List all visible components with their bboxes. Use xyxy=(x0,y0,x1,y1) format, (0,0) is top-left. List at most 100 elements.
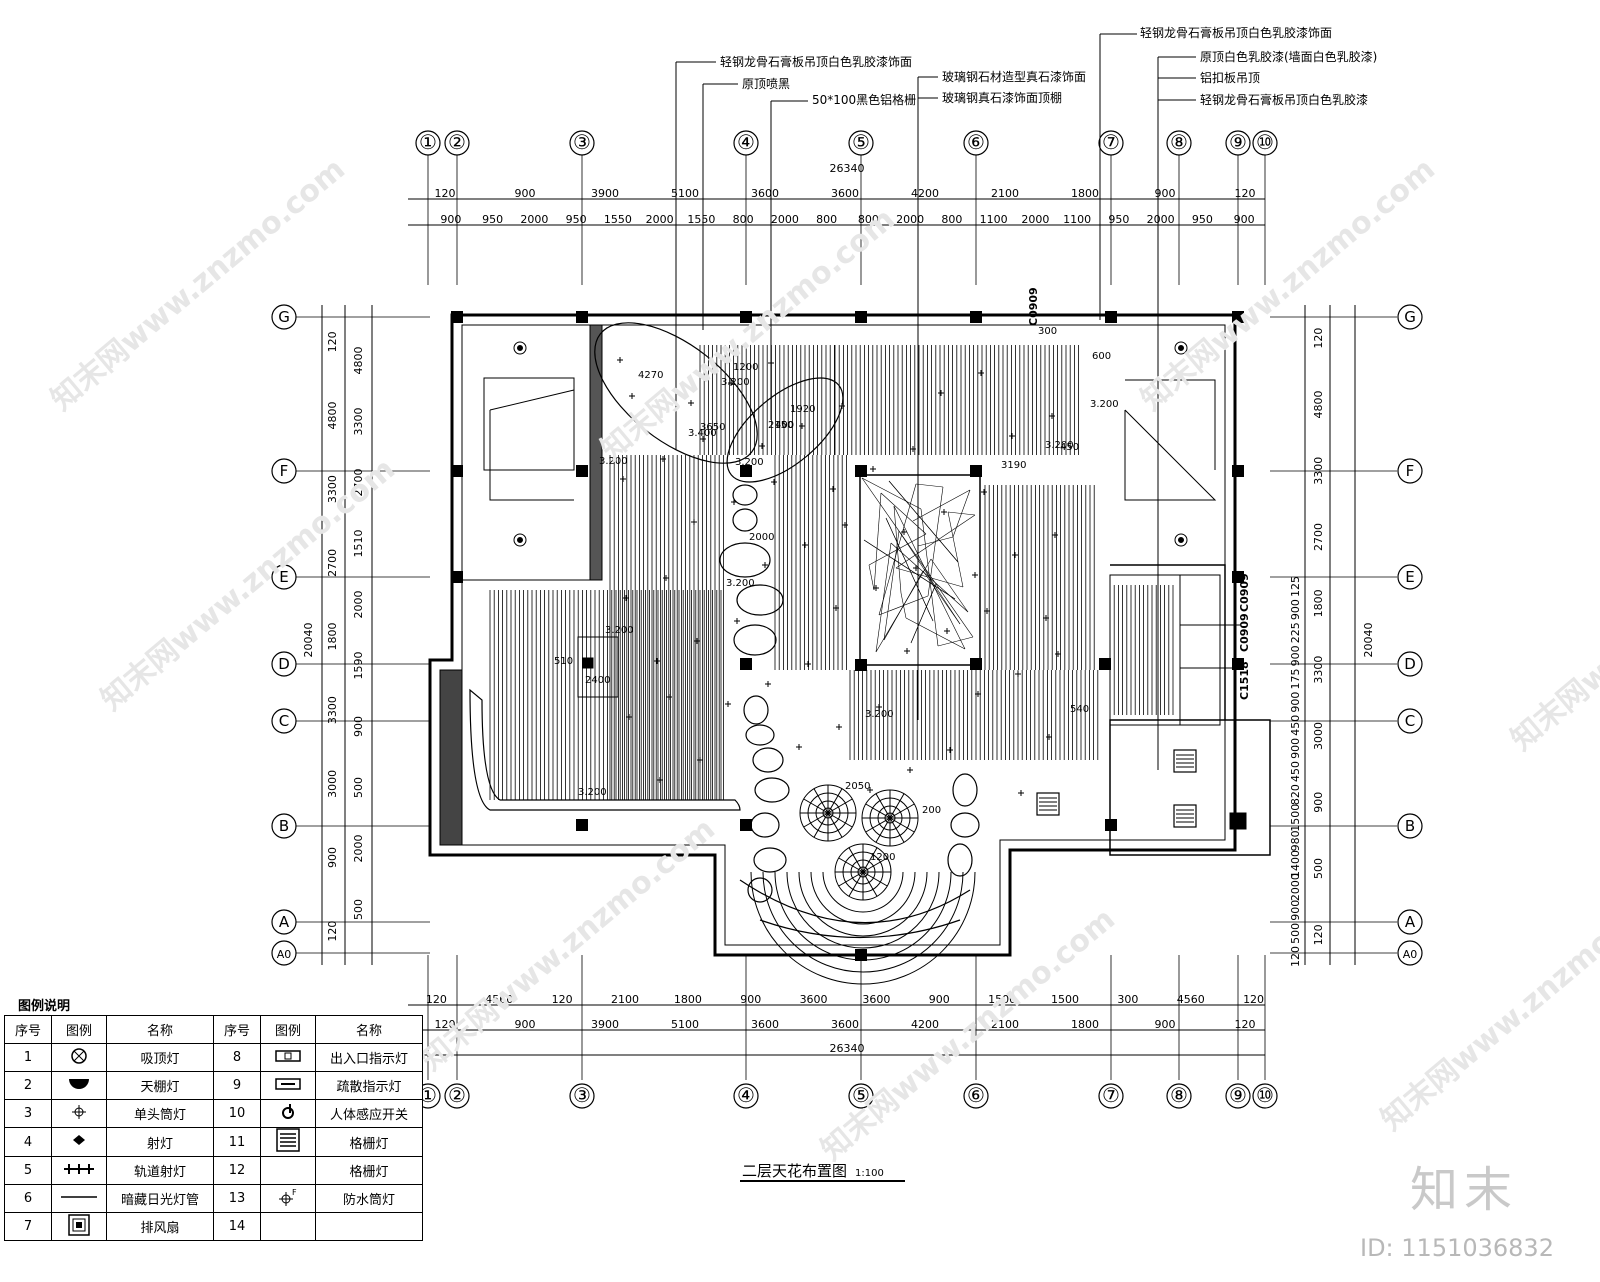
grid-bubble-label: ⑧ xyxy=(1170,1083,1188,1107)
stair-spoke xyxy=(827,798,853,814)
annotation: 2000 xyxy=(749,532,774,543)
downlight xyxy=(697,757,703,763)
annotation: 3.400 xyxy=(688,428,717,439)
grid-bubble-label: ③ xyxy=(573,130,591,154)
grid-bubble-label: G xyxy=(1404,308,1416,326)
circular-stair-ceiling xyxy=(750,784,976,985)
dim-right-outer: 125 xyxy=(1289,576,1302,597)
dim-bottom-1: 3600 xyxy=(862,993,890,1006)
grille-light xyxy=(1173,749,1197,773)
grid-bubble xyxy=(1397,813,1423,839)
column xyxy=(970,465,982,477)
stair-spoke xyxy=(862,857,888,873)
grid-bubble xyxy=(444,130,470,156)
dim-right-outer: 1500 xyxy=(1289,804,1302,832)
downlight xyxy=(870,466,876,472)
column xyxy=(576,465,588,477)
downlight xyxy=(836,724,842,730)
legend-header: 图例 xyxy=(260,1015,316,1044)
left-rooms xyxy=(461,324,1217,811)
dim-left-inner: 1510 xyxy=(352,530,365,558)
downlight xyxy=(657,777,663,783)
stone-mesh-line xyxy=(912,489,971,522)
grid-bubble xyxy=(444,1083,470,1109)
dim-left-outer: 2700 xyxy=(326,549,339,577)
dim-right-inner: 900 xyxy=(1312,792,1325,813)
grid-bubble xyxy=(1397,458,1423,484)
grille-light xyxy=(1173,804,1197,828)
annotation: 400 xyxy=(775,420,794,431)
stone-mesh-line xyxy=(873,492,882,591)
column xyxy=(1105,311,1117,323)
stone-mesh-line xyxy=(888,480,959,563)
grid-bubble xyxy=(271,813,297,839)
dim-bottom-2: 4200 xyxy=(911,1018,939,1031)
grid-bubble-label: ⑤ xyxy=(852,130,870,154)
legend-title: 图例说明 xyxy=(18,999,71,1014)
stair-arc xyxy=(798,871,928,937)
downlight xyxy=(617,357,623,363)
dim-top-1: 120 xyxy=(1235,187,1256,200)
downlight xyxy=(700,436,706,442)
legend-name: 疏散指示灯 xyxy=(315,1071,423,1100)
dim-top-2: 2000 xyxy=(1021,213,1049,226)
annotation: C0909 xyxy=(1238,573,1251,612)
downlight xyxy=(938,390,944,396)
structural-columns xyxy=(451,311,1244,961)
legend-index: 4 xyxy=(4,1127,52,1157)
dim-left-outer: 120 xyxy=(326,921,339,942)
annotation: 2050 xyxy=(845,781,870,792)
stair-spoke xyxy=(865,817,891,833)
downlight xyxy=(660,456,666,462)
stone-mesh-line xyxy=(930,558,969,613)
stone-mesh-line xyxy=(917,536,954,547)
dim-bottom-2: 900 xyxy=(515,1018,536,1031)
dim-top-2: 950 xyxy=(1192,213,1213,226)
downlight xyxy=(839,403,845,409)
downlight xyxy=(1052,532,1058,538)
downlight xyxy=(762,562,768,568)
grid-bubble xyxy=(1166,1083,1192,1109)
legend-icon-empty xyxy=(260,1156,316,1185)
ceiling-lamp xyxy=(1174,341,1188,355)
grid-bubble-label: F xyxy=(1406,462,1415,480)
callout-text: 轻钢龙骨石膏板吊顶白色乳胶漆饰面 xyxy=(1140,25,1332,40)
annotation: 2150 xyxy=(768,420,793,431)
dim-top-2: 1550 xyxy=(687,213,715,226)
ceiling-lamp-dot xyxy=(517,345,523,351)
stair-spoke xyxy=(875,793,891,819)
ceiling-lamp-dot xyxy=(1178,537,1184,543)
legend-name: 天棚灯 xyxy=(106,1071,214,1100)
downlight xyxy=(830,486,836,492)
grid-bubble-label: ① xyxy=(419,130,437,154)
annotation: 3.200 xyxy=(599,456,628,467)
dim-bottom-1: 300 xyxy=(1117,993,1138,1006)
downlight xyxy=(944,628,950,634)
grid-bubble-label: A0 xyxy=(277,948,292,961)
column xyxy=(576,311,588,323)
track-light-icon xyxy=(51,1156,107,1185)
column xyxy=(1099,658,1111,670)
downlight xyxy=(734,618,740,624)
stair-spoke xyxy=(827,812,853,828)
grid-bubble xyxy=(733,130,759,156)
dim-right-outer: 900 xyxy=(1289,738,1302,759)
grid-bubble-label: ② xyxy=(448,130,466,154)
dim-right-outer: 500 xyxy=(1289,923,1302,944)
stair-spoke xyxy=(813,812,829,838)
elevation-annotations: 3.4003.2003.2003.2003.2003.2003.2003.200… xyxy=(554,287,1251,863)
downlight xyxy=(623,595,629,601)
legend-header: 名称 xyxy=(106,1015,214,1044)
dim-right-inner: 120 xyxy=(1312,924,1325,945)
column xyxy=(1232,571,1244,583)
annotation: 3.200 xyxy=(721,377,750,388)
legend-index: 11 xyxy=(213,1127,261,1157)
downlight xyxy=(867,787,873,793)
stair-spoke xyxy=(803,812,829,828)
dim-total-top: 26340 xyxy=(830,162,865,175)
dim-top-2: 2000 xyxy=(520,213,548,226)
dim-right-inner: 500 xyxy=(1312,858,1325,879)
annotation: 2400 xyxy=(585,675,610,686)
